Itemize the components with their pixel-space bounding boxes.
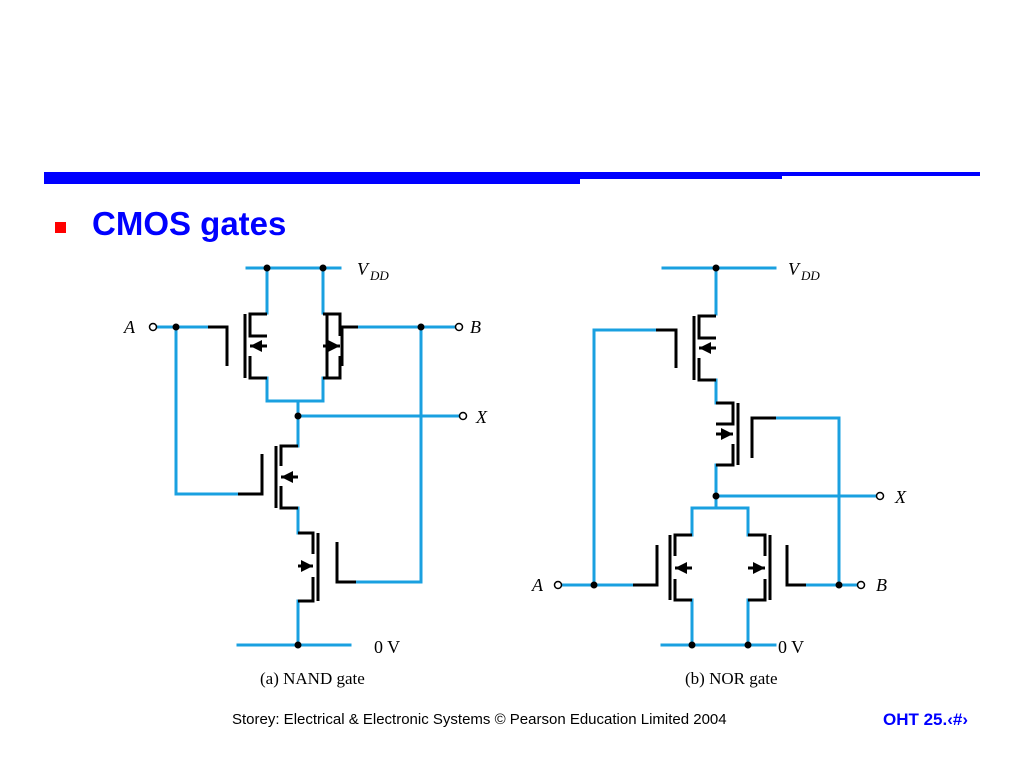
- nor-supply-subscript: DD: [800, 268, 820, 283]
- nor-output-label: X: [894, 487, 907, 507]
- nand-input-a-label: A: [123, 317, 136, 337]
- header-rule-main: [44, 172, 980, 176]
- nor-supply-label: V: [788, 259, 801, 279]
- nand-output-label: X: [475, 407, 488, 427]
- nand-gate-circuit: [148, 264, 468, 649]
- nor-gate-circuit: [553, 264, 885, 649]
- nand-caption: (a) NAND gate: [260, 669, 365, 688]
- header-rule-short: [44, 179, 580, 184]
- nor-input-b-label: B: [876, 575, 887, 595]
- slide-title: CMOS gates: [92, 205, 287, 242]
- nand-supply-subscript: DD: [369, 268, 389, 283]
- nand-input-b-label: B: [470, 317, 481, 337]
- nor-ground-label: 0 V: [778, 637, 804, 657]
- nand-supply-label: V: [357, 259, 370, 279]
- nand-ground-label: 0 V: [374, 637, 400, 657]
- nor-input-a-label: A: [531, 575, 544, 595]
- slide-footer: Storey: Electrical & Electronic Systems …: [232, 711, 727, 728]
- title-bullet: [55, 222, 66, 233]
- header-rule-mid: [44, 176, 782, 179]
- nor-caption: (b) NOR gate: [685, 669, 778, 688]
- slide-number: OHT 25.‹#›: [883, 710, 969, 729]
